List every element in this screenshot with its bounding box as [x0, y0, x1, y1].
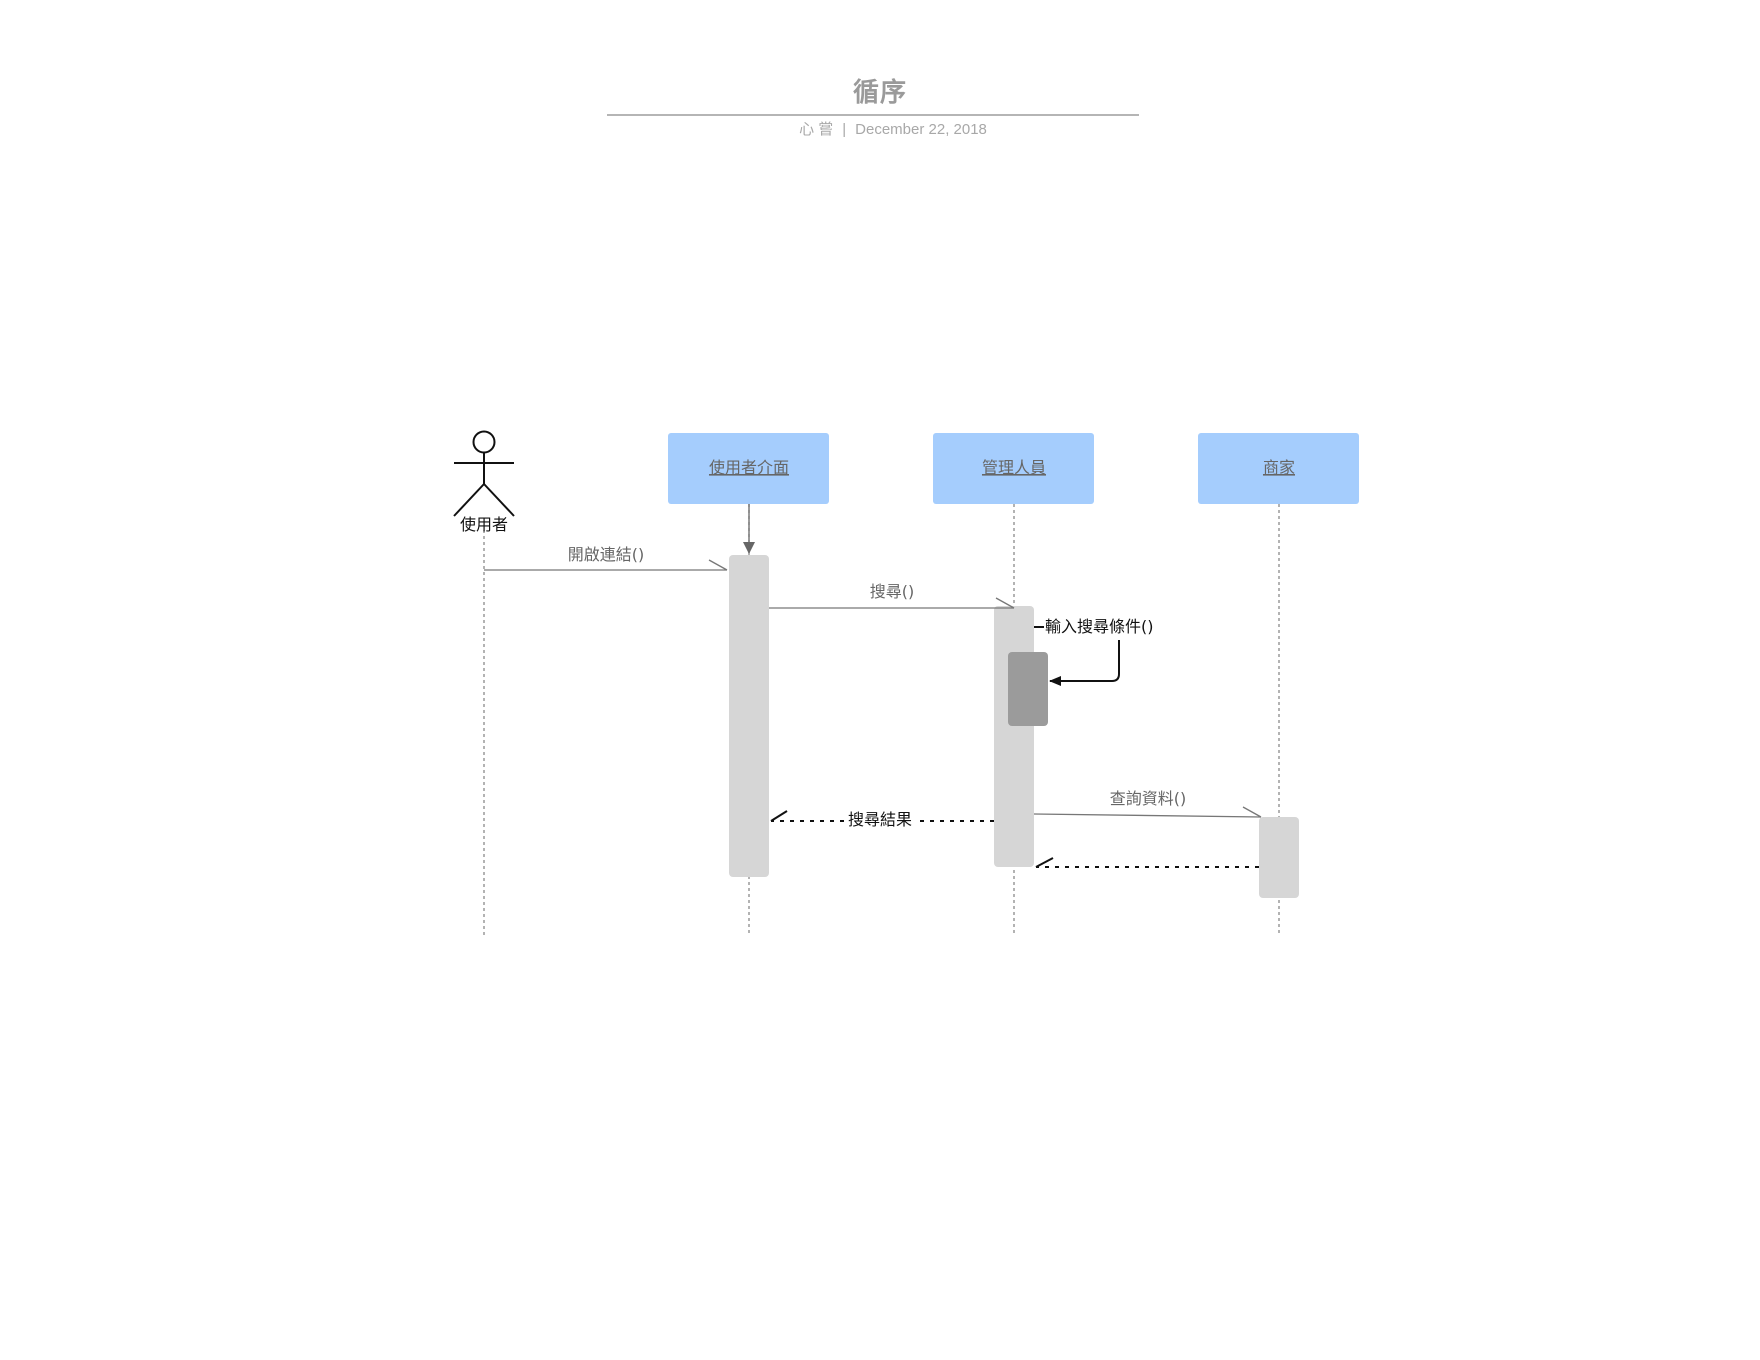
- message-search-result: 搜尋結果: [770, 809, 994, 829]
- author-name: 心 嘗: [799, 121, 834, 138]
- activation-bar-user-interface: [729, 555, 769, 877]
- participant-user-interface-label: 使用者介面: [709, 458, 789, 477]
- nested-activation-bar-administrator: [1008, 652, 1048, 726]
- message-merchant-return: [1035, 857, 1259, 868]
- message-search-label: 搜尋(): [870, 582, 915, 601]
- actor-user-figure: [453, 430, 515, 517]
- participant-merchant-label: 商家: [1263, 458, 1295, 477]
- message-open-connection-label: 開啟連結(): [568, 545, 645, 564]
- participant-administrator-label: 管理人員: [982, 458, 1046, 477]
- page-subtitle: 心 嘗 | December 22, 2018: [0, 118, 1760, 139]
- message-input-criteria: 輸入搜尋條件(): [1034, 617, 1154, 686]
- message-open-connection: 開啟連結(): [484, 545, 728, 571]
- message-search-result-label: 搜尋結果: [848, 810, 912, 829]
- message-search: 搜尋(): [769, 582, 1015, 609]
- participant-merchant[interactable]: 商家: [1198, 433, 1359, 504]
- message-query-data-label: 查詢資料(): [1110, 789, 1187, 808]
- participant-administrator[interactable]: 管理人員: [933, 433, 1094, 504]
- activation-bar-merchant: [1259, 817, 1299, 898]
- participant-user-interface[interactable]: 使用者介面: [668, 433, 829, 504]
- document-date: December 22, 2018: [855, 121, 987, 138]
- message-query-data: 查詢資料(): [1033, 789, 1262, 818]
- document-header: 循序 心 嘗 | December 22, 2018: [0, 0, 1760, 150]
- page-title: 循序: [852, 78, 907, 108]
- actor-user-label: 使用者: [460, 515, 508, 534]
- message-input-criteria-label: 輸入搜尋條件(): [1045, 617, 1154, 636]
- subtitle-separator: |: [842, 121, 847, 138]
- title-divider: [607, 114, 1139, 116]
- activation-bar-administrator: [994, 606, 1034, 867]
